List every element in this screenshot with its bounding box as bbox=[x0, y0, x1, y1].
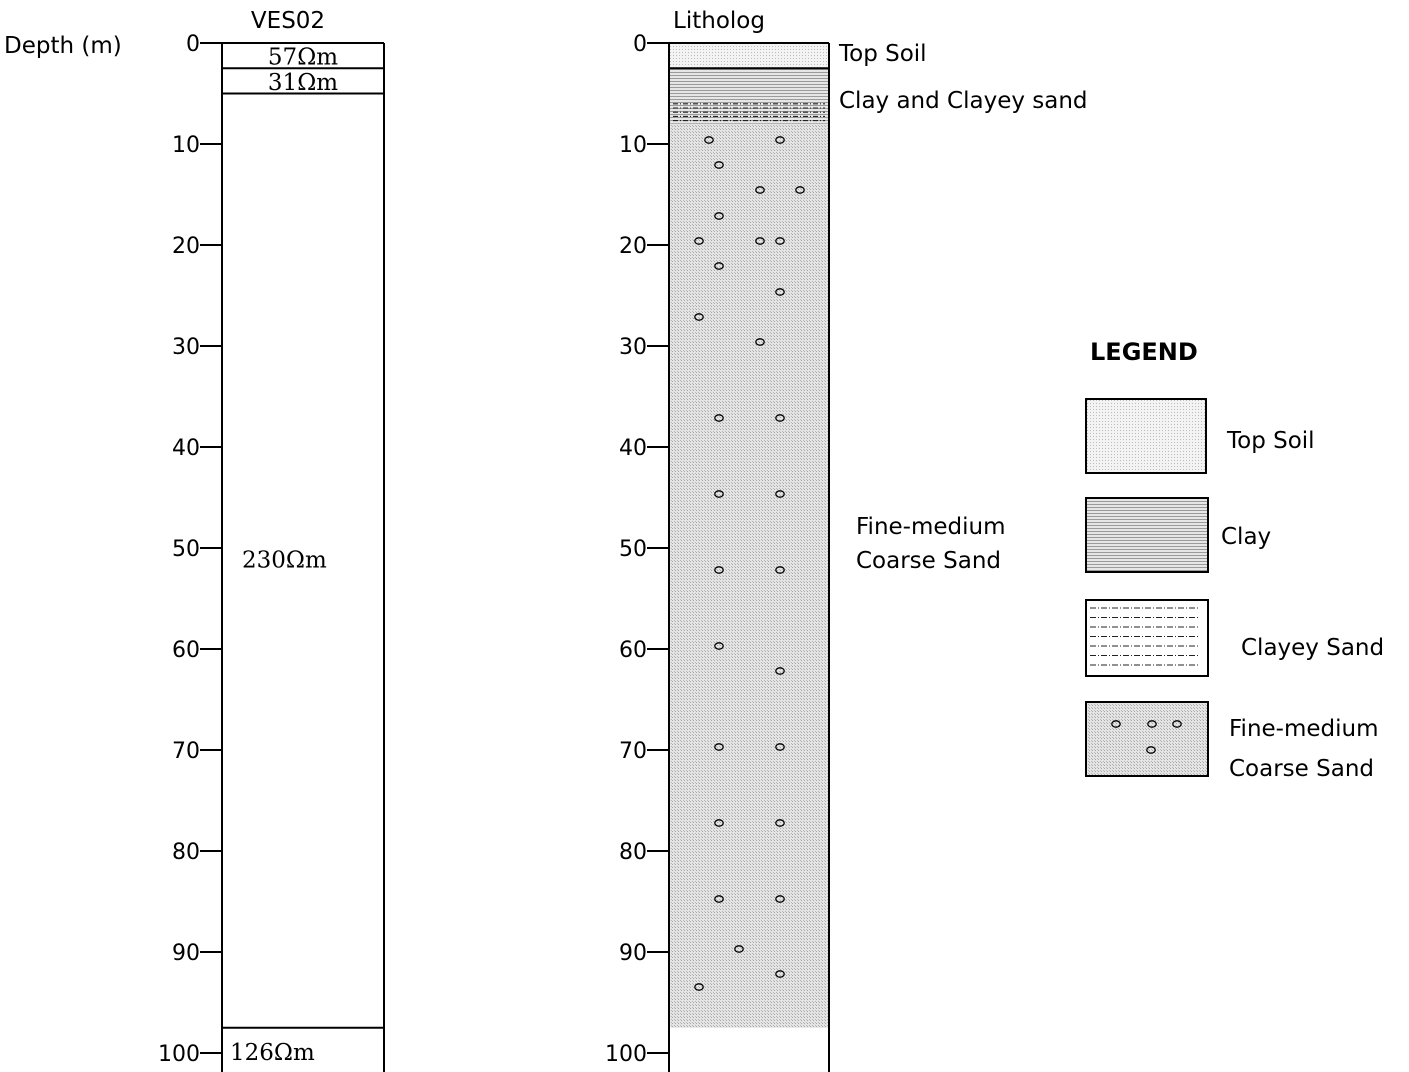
litholog-tick-label: 100 bbox=[605, 1042, 647, 1067]
litholog-column-title: Litholog bbox=[673, 8, 765, 34]
sand-grain-symbol bbox=[755, 338, 765, 346]
ves-tick-label: 40 bbox=[172, 436, 200, 461]
ves-tick-label: 90 bbox=[172, 941, 200, 966]
ves-tick-label: 100 bbox=[158, 1042, 200, 1067]
sand-grain-symbol bbox=[714, 414, 724, 422]
litholog-label-clay: Clay and Clayey sand bbox=[839, 88, 1088, 114]
sand-grain-symbol bbox=[775, 970, 785, 978]
litholog-unit-clay bbox=[669, 68, 829, 124]
litholog-tick-label: 40 bbox=[619, 436, 647, 461]
ves-column-title: VES02 bbox=[251, 8, 325, 34]
ves-resistivity-label: 31Ωm bbox=[268, 70, 338, 96]
legend-swatch-top-soil bbox=[1085, 398, 1207, 474]
legend-sand-grain bbox=[1111, 720, 1121, 728]
ves-tick-label: 50 bbox=[172, 537, 200, 562]
litholog-label-sand: Coarse Sand bbox=[856, 548, 1001, 574]
sand-grain-symbol bbox=[734, 945, 744, 953]
sand-grain-symbol bbox=[714, 566, 724, 574]
ves-resistivity-label: 126Ωm bbox=[230, 1040, 315, 1066]
litholog-tick-label: 70 bbox=[619, 739, 647, 764]
sand-grain-symbol bbox=[795, 186, 805, 194]
sand-grain-symbol bbox=[775, 667, 785, 675]
litholog-tick-label: 0 bbox=[633, 32, 647, 57]
litholog-tick-label: 20 bbox=[619, 234, 647, 259]
ves-tick-label: 30 bbox=[172, 335, 200, 360]
sand-grain-symbol bbox=[714, 161, 724, 169]
sand-grain-symbol bbox=[714, 490, 724, 498]
litholog-tick-label: 80 bbox=[619, 840, 647, 865]
legend-label: Clayey Sand bbox=[1241, 635, 1384, 661]
sand-grain-symbol bbox=[714, 262, 724, 270]
sand-grain-symbol bbox=[694, 313, 704, 321]
ves-resistivity-label: 230Ωm bbox=[242, 548, 327, 574]
sand-grain-symbol bbox=[704, 136, 714, 144]
sand-grain-symbol bbox=[775, 490, 785, 498]
sand-grain-symbol bbox=[755, 186, 765, 194]
litholog-tick-label: 10 bbox=[619, 133, 647, 158]
legend-swatch-clay bbox=[1085, 497, 1209, 573]
sand-grain-symbol bbox=[714, 819, 724, 827]
sand-grain-symbol bbox=[694, 983, 704, 991]
litholog-frame bbox=[668, 42, 830, 1072]
legend-label: Coarse Sand bbox=[1229, 756, 1374, 782]
legend-label: Top Soil bbox=[1226, 428, 1315, 454]
ves-tick-label: 70 bbox=[172, 739, 200, 764]
sand-grain-symbol bbox=[775, 819, 785, 827]
litholog-label-top-soil: Top Soil bbox=[838, 41, 927, 67]
ves-tick-label: 10 bbox=[172, 133, 200, 158]
legend-sand-grain bbox=[1147, 720, 1157, 728]
ves-resistivity-label: 57Ωm bbox=[268, 45, 338, 71]
sand-grain-symbol bbox=[775, 136, 785, 144]
sand-grain-symbol bbox=[694, 237, 704, 245]
legend-swatch-sand bbox=[1085, 701, 1209, 777]
legend-swatch-clayey-sand bbox=[1085, 599, 1209, 677]
sand-grain-symbols bbox=[694, 136, 805, 991]
ves-tick-label: 0 bbox=[186, 32, 200, 57]
sand-grain-symbol bbox=[755, 237, 765, 245]
depth-axis-label: Depth (m) bbox=[4, 33, 122, 59]
legend-sand-grain bbox=[1172, 720, 1182, 728]
ves-tick-label: 20 bbox=[172, 234, 200, 259]
litholog-unit-sand bbox=[669, 123, 829, 1028]
litholog-tick-label: 50 bbox=[619, 537, 647, 562]
litholog-unit-top-soil bbox=[669, 43, 829, 69]
litholog-depth-ticks: 0 10 20 30 40 50 60 70 80 90 100 bbox=[605, 32, 669, 1067]
sand-grain-symbol bbox=[714, 743, 724, 751]
sand-grain-symbol bbox=[775, 743, 785, 751]
legend-title: LEGEND bbox=[1090, 338, 1198, 366]
sand-grain-symbol bbox=[775, 414, 785, 422]
ves-tick-label: 60 bbox=[172, 638, 200, 663]
sand-grain-symbol bbox=[775, 566, 785, 574]
ves-tick-label: 80 bbox=[172, 840, 200, 865]
sand-grain-symbol bbox=[714, 642, 724, 650]
legend-sand-grain bbox=[1146, 746, 1156, 754]
sand-grain-symbol bbox=[714, 212, 724, 220]
legend-label: Clay bbox=[1221, 524, 1271, 550]
sand-grain-symbol bbox=[775, 895, 785, 903]
litholog-label-sand: Fine-medium bbox=[856, 514, 1006, 540]
sand-grain-symbol bbox=[775, 288, 785, 296]
litholog-tick-label: 30 bbox=[619, 335, 647, 360]
litholog-column: Litholog 0 10 20 30 40 50 60 70 80 90 100 Top Soil… bbox=[605, 8, 1088, 1072]
sand-grain-symbol bbox=[714, 895, 724, 903]
litholog-tick-label: 90 bbox=[619, 941, 647, 966]
legend-label: Fine-medium bbox=[1229, 716, 1379, 742]
sand-grain-symbol bbox=[775, 237, 785, 245]
litholog-tick-label: 60 bbox=[619, 638, 647, 663]
litholog-units bbox=[669, 43, 829, 1028]
ves-depth-ticks: 0 10 20 30 40 50 60 70 80 90 100 bbox=[158, 32, 222, 1067]
